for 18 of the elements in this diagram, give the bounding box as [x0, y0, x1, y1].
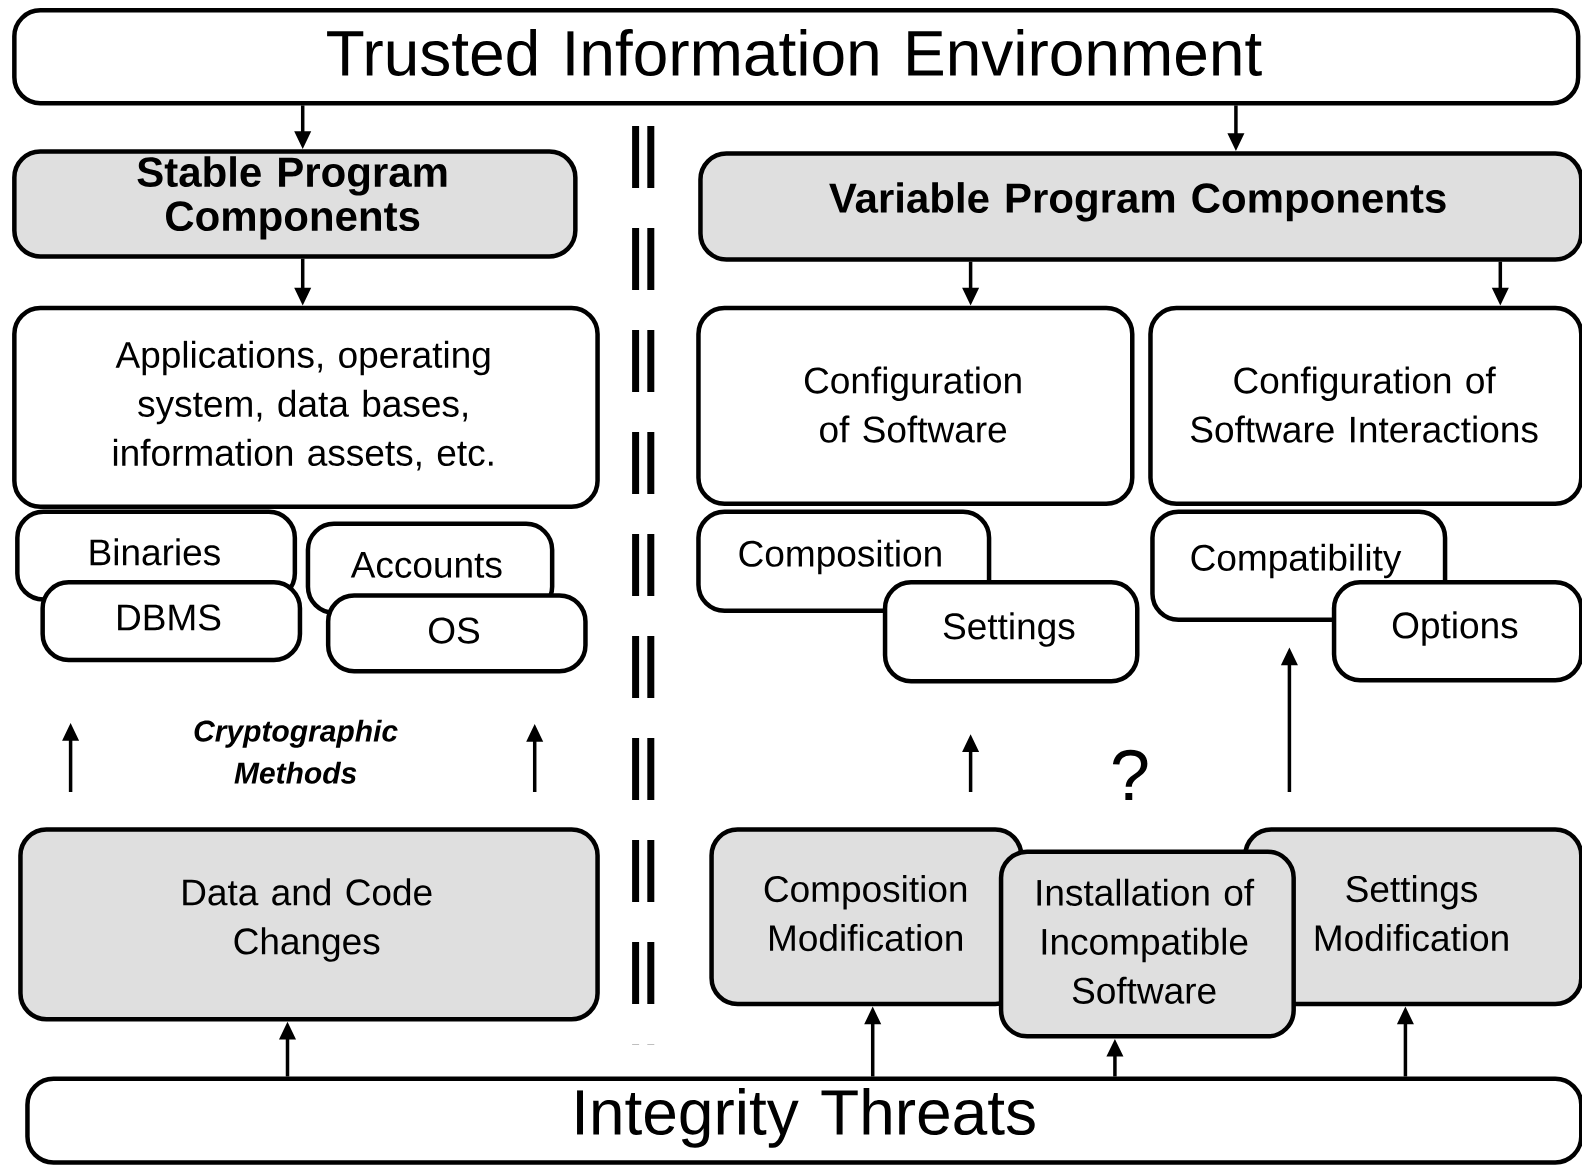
component-box: Variable Program Components [698, 151, 1582, 262]
configuration-box: Configuration of Software Interactions [1148, 305, 1582, 506]
item-box: OS [325, 593, 588, 674]
item-box: Composition [696, 509, 992, 613]
configuration-box: Configuration of Software [696, 305, 1135, 506]
asset-box: Applications, operating system, data bases, information assets, etc. [12, 305, 600, 509]
threat-box: Installation of Incompatible Software [998, 849, 1296, 1039]
item-box: Options [1331, 580, 1582, 683]
environment-banner: Trusted Information Environment [12, 8, 1581, 106]
method-label: Cryptographic Methods [194, 719, 398, 784]
item-box: DBMS [40, 580, 303, 663]
node-label: Settings Modification [1315, 875, 1508, 952]
change-box: Data and Code Changes [18, 827, 600, 1022]
threats-banner: Integrity Threats [25, 1076, 1582, 1165]
threat-box: Composition Modification [709, 827, 1024, 1007]
component-box: Stable Program Components [12, 149, 578, 259]
item-box: Settings [882, 580, 1140, 684]
question-mark: ? [1112, 749, 1148, 801]
